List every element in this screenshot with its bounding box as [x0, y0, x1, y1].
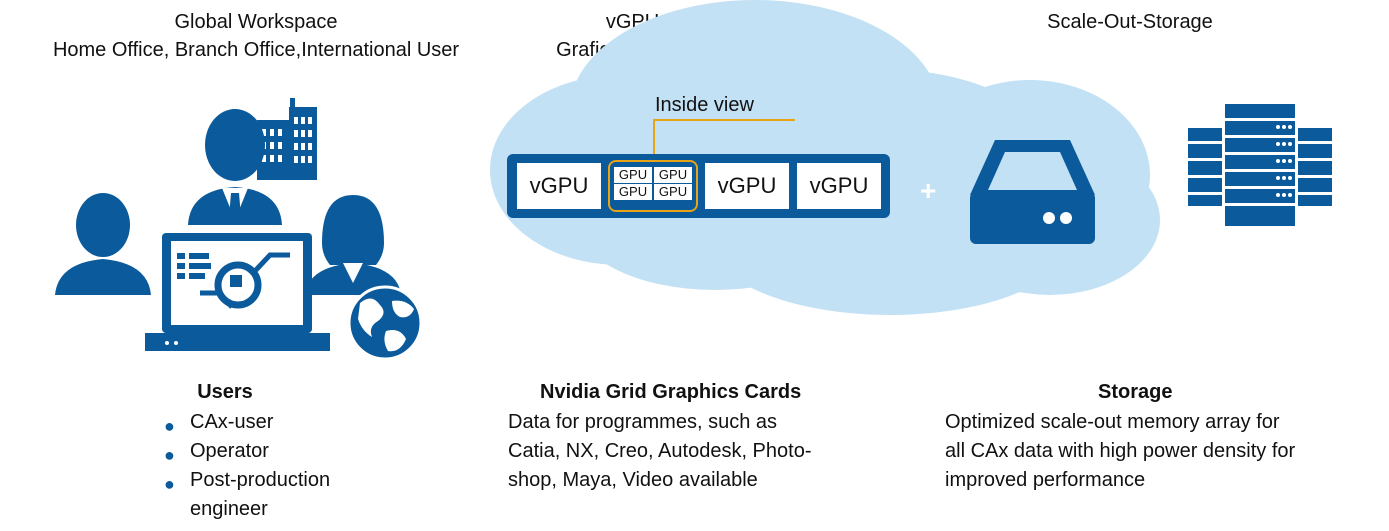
gpu-cell: GPU [614, 167, 652, 183]
storage-drive-icon [970, 140, 1095, 244]
gpu-cell: GPU [654, 184, 692, 200]
inside-view-label: Inside view [655, 94, 754, 116]
storage-body-line: all CAx data with high power density for [945, 440, 1296, 462]
storage-header-line1: Scale-Out-Storage [1047, 11, 1213, 33]
gpu-cell: GPU [654, 167, 692, 183]
business-person-icon [188, 109, 282, 225]
list-item-text: CAx-user [190, 411, 274, 433]
users-title: Users [197, 381, 253, 403]
vgpu-slot-1: vGPU [517, 163, 601, 209]
cards-title: Nvidia Grid Graphics Cards [540, 381, 802, 403]
office-building-icon [257, 98, 317, 180]
cards-body-line: shop, Maya, Video available [508, 469, 758, 491]
list-item: ●Operator [164, 440, 269, 465]
list-item-text: Post-production engineer [190, 469, 331, 520]
globe-icon [347, 285, 423, 361]
cards-body: Data for programmes, such as Catia, NX, … [508, 408, 812, 495]
users-illustration [55, 98, 423, 361]
storage-body-line: Optimized scale-out memory array for [945, 411, 1280, 433]
workspace-header: Global Workspace Home Office, Branch Off… [0, 8, 512, 64]
storage-header: Scale-Out-Storage [1000, 8, 1260, 36]
vgpu-slot-2: vGPU [705, 163, 789, 209]
server-rack-icon [1188, 104, 1332, 226]
gpu-cell: GPU [614, 184, 652, 200]
storage-body: Optimized scale-out memory array for all… [945, 408, 1295, 495]
storage-body-line: improved performance [945, 469, 1146, 491]
laptop-icon [145, 233, 330, 351]
list-item: ●Post-production engineer [164, 469, 331, 520]
users-list: ●CAx-user ●Operator ●Post-production eng… [162, 408, 362, 524]
plus-icon: + [920, 175, 937, 206]
cards-body-line: Data for programmes, such as [508, 411, 777, 433]
list-item: ●CAx-user [164, 411, 274, 436]
workspace-header-line2: Home Office, Branch Office,International… [52, 39, 460, 61]
storage-title: Storage [1098, 381, 1173, 403]
vgpu-slot-3: vGPU [797, 163, 881, 209]
inside-view-connector [653, 119, 795, 168]
person-icon [55, 193, 151, 295]
list-item-text: Operator [190, 440, 269, 462]
cards-body-line: Catia, NX, Creo, Autodesk, Photo- [508, 440, 812, 462]
woman-icon [305, 195, 401, 295]
workspace-header-line1: Global Workspace [174, 11, 338, 33]
gpu-module [608, 160, 698, 212]
